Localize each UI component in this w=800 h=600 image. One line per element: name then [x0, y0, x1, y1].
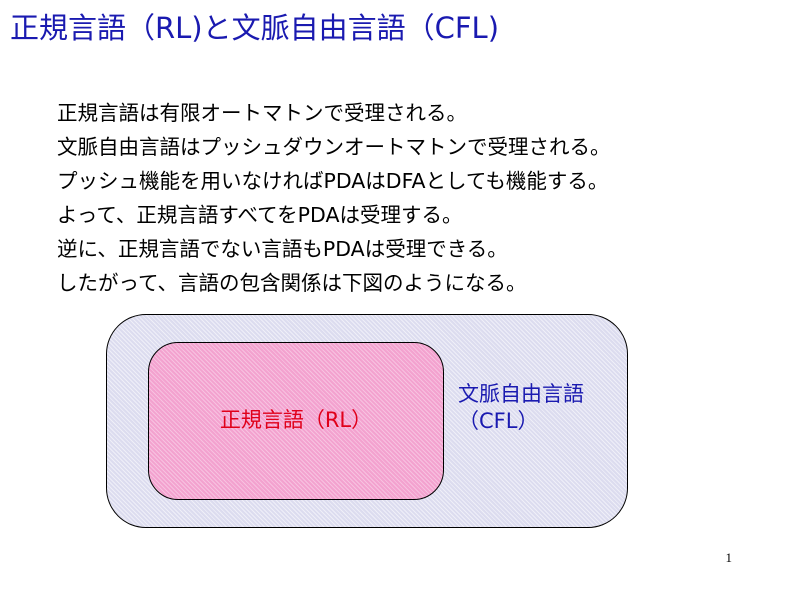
body-line: プッシュ機能を用いなければPDAはDFAとしても機能する。 — [57, 169, 609, 193]
body-text: 正規言語は有限オートマトンで受理される。 文脈自由言語はプッシュダウンオートマト… — [57, 96, 611, 300]
body-line: 正規言語は有限オートマトンで受理される。 — [57, 101, 467, 125]
cfl-set-label: 文脈自由言語 （CFL） — [458, 381, 584, 435]
cfl-set-label-line1: 文脈自由言語 — [458, 382, 584, 406]
page-number: 1 — [725, 550, 733, 565]
body-line: 逆に、正規言語でない言語もPDAは受理できる。 — [57, 237, 508, 261]
body-line: したがって、言語の包含関係は下図のようになる。 — [57, 271, 527, 295]
cfl-set-region: 正規言語（RL） 文脈自由言語 （CFL） — [106, 314, 628, 528]
slide-title: 正規言語（RL)と文脈自由言語（CFL) — [10, 11, 500, 45]
rl-set-region: 正規言語（RL） — [148, 342, 444, 500]
body-line: よって、正規言語すべてをPDAは受理する。 — [57, 203, 463, 227]
inclusion-diagram: 正規言語（RL） 文脈自由言語 （CFL） — [106, 314, 628, 528]
rl-set-label: 正規言語（RL） — [219, 408, 373, 432]
body-line: 文脈自由言語はプッシュダウンオートマトンで受理される。 — [57, 135, 611, 159]
cfl-set-label-line2: （CFL） — [458, 409, 539, 433]
